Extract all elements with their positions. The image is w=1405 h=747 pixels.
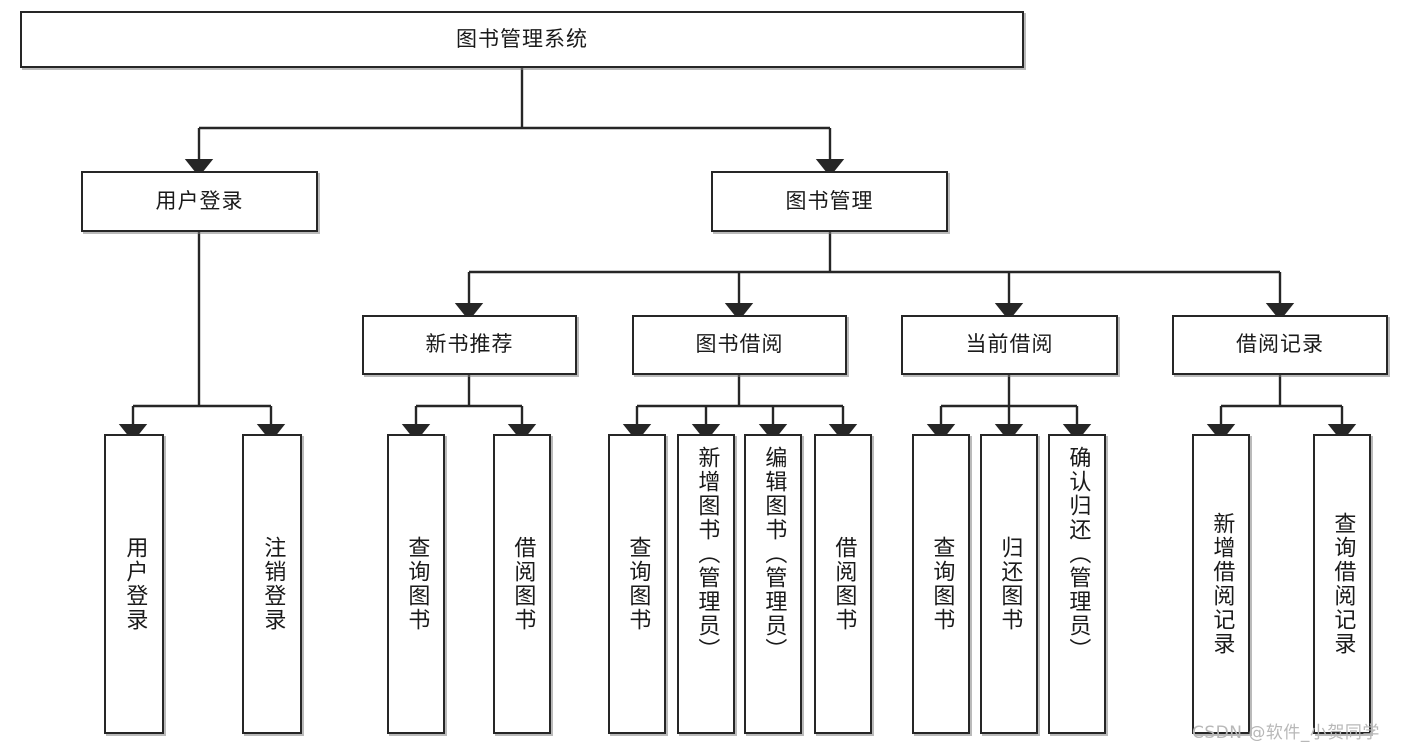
node-book-borrow[interactable]: 图书借阅 <box>632 315 847 375</box>
leaf-node-return-book[interactable]: 归还图书 <box>980 434 1038 734</box>
node-root-book-management-system[interactable]: 图书管理系统 <box>20 11 1024 68</box>
node-book-management[interactable]: 图书管理 <box>711 171 948 232</box>
node-label: 归还图书 <box>997 536 1023 632</box>
node-label: 用户登录 <box>155 188 244 213</box>
node-label: 查询图书 <box>404 536 430 632</box>
watermark-text: CSDN @软件_小贺同学 <box>1192 723 1380 743</box>
node-label: 图书管理系统 <box>456 26 588 51</box>
leaf-node-edit-book[interactable]: 编辑图书（管理员） <box>744 434 802 734</box>
node-label: 当前借阅 <box>965 332 1054 357</box>
node-label: 用户登录 <box>122 536 148 632</box>
node-label: 新增图书（管理员） <box>694 446 720 662</box>
leaf-node-add-borrow-record[interactable]: 新增借阅记录 <box>1192 434 1250 734</box>
leaf-node-query-book-current[interactable]: 查询图书 <box>912 434 970 734</box>
node-label: 查询图书 <box>625 536 651 632</box>
csdn-watermark: CSDN @软件_小贺同学 <box>1192 718 1380 743</box>
node-new-book-recommend[interactable]: 新书推荐 <box>362 315 577 375</box>
leaf-node-add-book[interactable]: 新增图书（管理员） <box>677 434 735 734</box>
node-label: 编辑图书（管理员） <box>761 446 787 662</box>
leaf-node-confirm-return[interactable]: 确认归还（管理员） <box>1048 434 1106 734</box>
leaf-node-query-borrow-record[interactable]: 查询借阅记录 <box>1313 434 1371 734</box>
node-user-login[interactable]: 用户登录 <box>81 171 318 232</box>
node-label: 图书管理 <box>785 188 874 213</box>
node-current-borrow[interactable]: 当前借阅 <box>901 315 1118 375</box>
node-label: 查询借阅记录 <box>1330 512 1356 656</box>
leaf-node-logout-login[interactable]: 注销登录 <box>242 434 302 734</box>
node-label: 借阅图书 <box>831 536 857 632</box>
leaf-node-query-book-recommend[interactable]: 查询图书 <box>387 434 445 734</box>
node-label: 新书推荐 <box>425 332 514 357</box>
node-label: 借阅图书 <box>510 536 536 632</box>
leaf-node-borrow-book-recommend[interactable]: 借阅图书 <box>493 434 551 734</box>
node-label: 查询图书 <box>929 536 955 632</box>
node-label: 新增借阅记录 <box>1209 512 1235 656</box>
node-label: 确认归还（管理员） <box>1065 446 1091 662</box>
leaf-node-query-book-borrow[interactable]: 查询图书 <box>608 434 666 734</box>
node-label: 图书借阅 <box>695 332 784 357</box>
leaf-node-user-login[interactable]: 用户登录 <box>104 434 164 734</box>
node-label: 注销登录 <box>260 536 286 632</box>
node-label: 借阅记录 <box>1236 332 1324 357</box>
leaf-node-borrow-book[interactable]: 借阅图书 <box>814 434 872 734</box>
node-borrow-record[interactable]: 借阅记录 <box>1172 315 1388 375</box>
